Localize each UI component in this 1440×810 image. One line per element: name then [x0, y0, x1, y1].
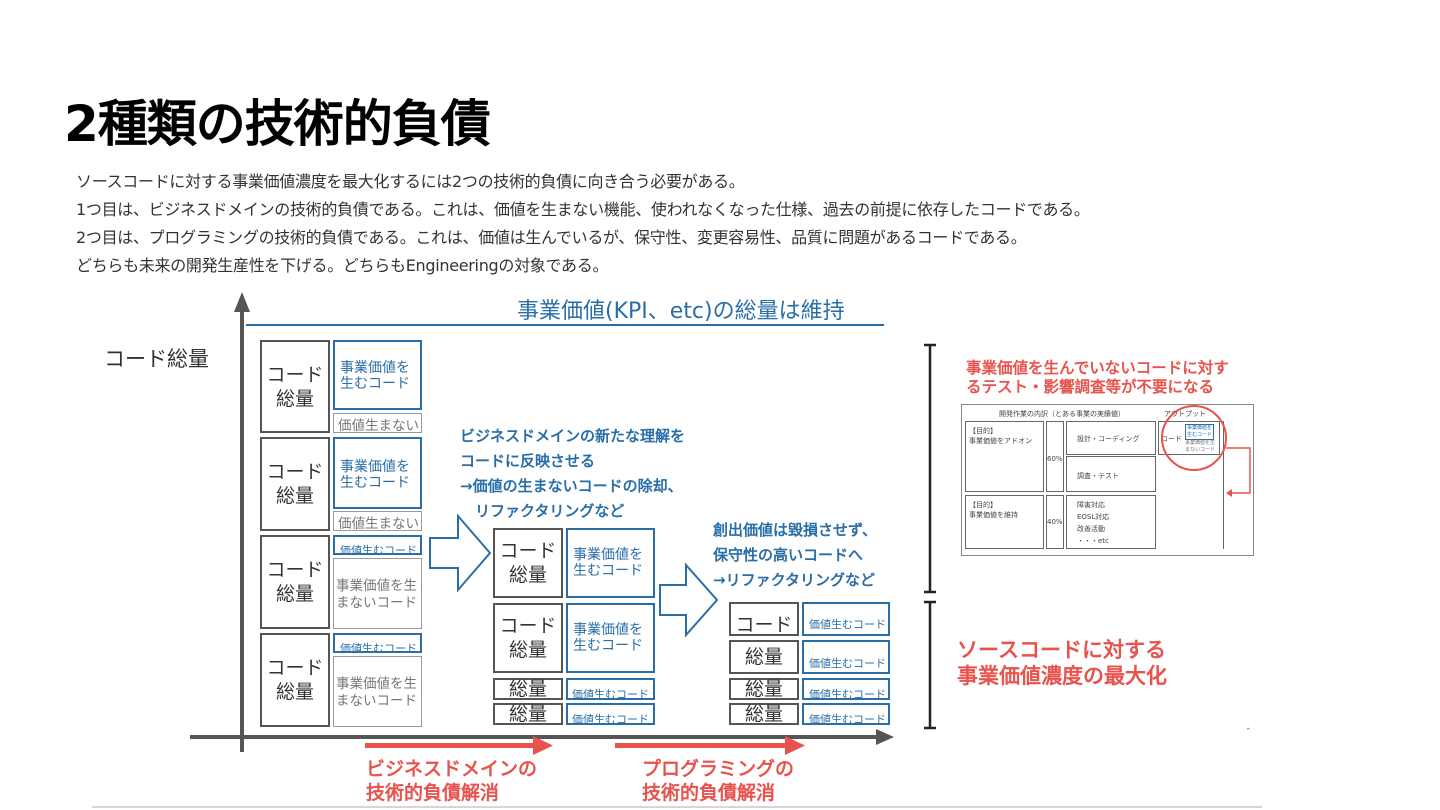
- task-cell: 障害対応 EOSL対応 改善活動 ・・・etc: [1066, 495, 1156, 549]
- value-code-box: 価値生むコード: [802, 640, 890, 674]
- code-total-label: 総量: [744, 678, 783, 700]
- description-line-4: どちらも未来の開発生産性を下げる。どちらもEngineeringの対象である。: [76, 256, 609, 275]
- code-total-label: 総量: [744, 703, 783, 725]
- value-code-box: 価値生むコード: [802, 703, 890, 726]
- output-code-label: コード: [1161, 435, 1182, 443]
- value-code-box: 価値生むコード: [802, 678, 890, 701]
- value-code-label: 事業価値を 生むコード: [340, 360, 410, 392]
- label-programming-debt: プログラミングの 技術的負債解消: [642, 758, 795, 804]
- task-cell: 設計・コーディング: [1066, 421, 1156, 455]
- no-value-code-label: 事業価値を生 まないコード: [336, 676, 417, 709]
- task-label: 障害対応 EOSL対応 改善活動 ・・・etc: [1077, 501, 1110, 545]
- percent-label: 60%: [1047, 455, 1063, 463]
- value-code-label: 価値生むコード: [809, 688, 886, 701]
- label-business-domain-debt: ビジネスドメインの 技術的負債解消: [366, 758, 538, 804]
- no-value-code-label: 価値生まない: [338, 516, 419, 532]
- page-title: 2種類の技術的負債: [64, 95, 491, 153]
- diagram-top-heading: 事業価値(KPI、etc)の総量は維持: [517, 299, 845, 324]
- no-value-code-label: 事業価値を生 まないコード: [336, 578, 417, 611]
- no-value-code-box: 事業価値を生 まないコード: [333, 558, 422, 629]
- output-waste-label: 事業価値を生 まないコード: [1185, 440, 1216, 453]
- code-total-box: 総量: [729, 640, 799, 674]
- value-code-box: 事業価値を 生むコード: [333, 340, 422, 410]
- output-value-label: 事業価値を 生むコード: [1185, 424, 1215, 440]
- code-total-box: コード: [729, 602, 799, 636]
- code-total-box: コード 総量: [260, 340, 330, 433]
- table-divider: [1223, 421, 1224, 549]
- no-value-code-box: 価値生まない: [333, 413, 422, 434]
- no-value-code-label: 価値生まない: [338, 418, 419, 434]
- code-total-box: 総量: [493, 678, 563, 700]
- value-code-label: 価値生むコード: [809, 618, 886, 631]
- value-code-label: 事業価値を 生むコード: [340, 459, 410, 491]
- value-code-box: 価値生むコード: [566, 678, 655, 701]
- code-total-label: コード 総量: [266, 363, 324, 410]
- code-total-box: 総量: [493, 703, 563, 725]
- code-total-label: 総量: [508, 703, 547, 725]
- slide-mark: ˆ: [1246, 728, 1251, 738]
- value-code-box: 価値生むコード: [566, 703, 655, 726]
- percent-cell: 60%: [1046, 421, 1064, 492]
- code-total-label: コード 総量: [499, 540, 557, 586]
- code-total-label: コード: [735, 614, 793, 636]
- value-code-label: 価値生むコード: [572, 713, 649, 726]
- y-axis-label: コード総量: [104, 347, 209, 371]
- code-total-label: コード 総量: [266, 461, 324, 507]
- code-total-label: 総量: [744, 646, 783, 668]
- purpose-label: 【目的】 事業価値をアドオン: [969, 427, 1032, 445]
- value-code-label: 価値生むコード: [340, 544, 417, 557]
- code-total-label: コード 総量: [266, 559, 324, 605]
- output-cell: コード 事業価値を 生むコード 事業価値を生 まないコード: [1158, 421, 1220, 455]
- purpose-cell: 【目的】 事業価値を維持: [965, 495, 1044, 549]
- description-line-3: 2つ目は、プログラミングの技術的負債である。これは、価値は生んでいるが、保守性、…: [76, 228, 1027, 247]
- table-header: 開発作業の内訳（とある事業の実績値）: [999, 410, 1125, 418]
- value-code-box: 事業価値を 生むコード: [566, 603, 655, 673]
- annotation-domain-refactor: ビジネスドメインの新たな理解を コードに反映させる →価値の生まないコードの除却…: [460, 427, 686, 520]
- value-code-label: 価値生むコード: [809, 657, 886, 670]
- table-output-header: アウトプット: [1164, 410, 1206, 418]
- value-code-box: 事業価値を 生むコード: [333, 437, 422, 509]
- value-code-label: 価値生むコード: [572, 688, 649, 701]
- task-label: 調査・テスト: [1077, 472, 1119, 480]
- code-total-box: 総量: [729, 703, 799, 725]
- no-value-code-box: 事業価値を生 まないコード: [333, 656, 422, 727]
- description-line-1: ソースコードに対する事業価値濃度を最大化するには2つの技術的負債に向き合う必要が…: [76, 172, 745, 191]
- value-code-box: 価値生むコード: [802, 602, 890, 636]
- value-code-label: 価値生むコード: [809, 713, 886, 726]
- work-breakdown-table: 開発作業の内訳（とある事業の実績値） アウトプット 【目的】 事業価値をアドオン…: [961, 404, 1254, 556]
- annotation-programming-refactor: 創出価値は毀損させず、 保守性の高いコードへ →リファクタリングなど: [713, 521, 877, 589]
- code-total-label: 総量: [508, 678, 547, 700]
- code-total-box: コード 総量: [493, 603, 563, 673]
- purpose-cell: 【目的】 事業価値をアドオン: [965, 421, 1044, 492]
- value-code-label: 事業価値を 生むコード: [573, 547, 643, 579]
- code-total-label: コード 総量: [499, 615, 557, 661]
- code-total-label: コード 総量: [266, 657, 324, 703]
- value-code-label: 事業価値を 生むコード: [573, 622, 643, 654]
- code-total-box: コード 総量: [260, 535, 330, 629]
- value-code-label: 価値生むコード: [340, 642, 417, 655]
- task-cell: 調査・テスト: [1066, 456, 1156, 492]
- value-code-box: 事業価値を 生むコード: [566, 528, 655, 598]
- right-top-heading: 事業価値を生んでいないコードに対す るテスト・影響調査等が不要になる: [966, 359, 1229, 396]
- value-code-box: 価値生むコード: [333, 633, 422, 655]
- percent-cell: 40%: [1046, 495, 1064, 549]
- percent-label: 40%: [1047, 518, 1063, 526]
- task-label: 設計・コーディング: [1077, 435, 1140, 443]
- no-value-code-box: 価値生まない: [333, 511, 422, 532]
- purpose-label: 【目的】 事業価値を維持: [969, 501, 1018, 519]
- code-total-box: コード 総量: [260, 633, 330, 727]
- value-code-box: 価値生むコード: [333, 535, 422, 557]
- code-total-box: コード 総量: [493, 528, 563, 598]
- code-total-box: コード 総量: [260, 437, 330, 531]
- right-bottom-heading: ソースコードに対する 事業価値濃度の最大化: [957, 638, 1167, 688]
- code-total-box: 総量: [729, 678, 799, 700]
- description-line-2: 1つ目は、ビジネスドメインの技術的負債である。これは、価値を生まない機能、使われ…: [76, 200, 1090, 219]
